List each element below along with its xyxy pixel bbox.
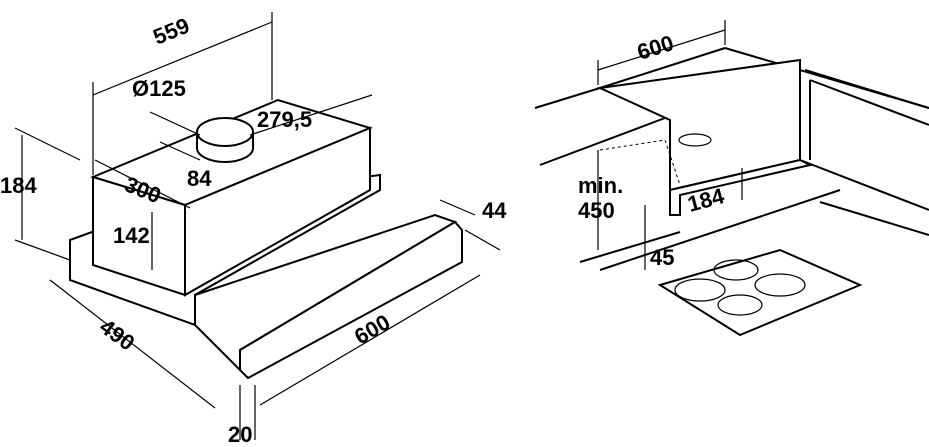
hood-isometric xyxy=(69,98,463,380)
dim-min-label: min. xyxy=(578,173,623,198)
hood-body xyxy=(669,158,813,216)
duct-collar-top xyxy=(196,117,254,147)
dim-559: 559 xyxy=(150,13,193,50)
dimension-labels: 559 Ø125 279,5 300 84 184 142 44 490 600… xyxy=(0,13,727,447)
dim-84: 84 xyxy=(187,166,212,191)
dim-184-left: 184 xyxy=(0,173,37,198)
burner xyxy=(674,278,726,302)
dim-45: 45 xyxy=(650,245,674,270)
burner xyxy=(717,294,763,316)
dim-600-right: 600 xyxy=(634,30,676,65)
duct-collar-side xyxy=(196,132,254,163)
duct-opening xyxy=(678,133,712,147)
dim-20: 20 xyxy=(228,422,252,447)
dim-142: 142 xyxy=(113,223,150,248)
installation-view xyxy=(534,20,929,337)
dim-450: 450 xyxy=(578,198,615,223)
burner xyxy=(754,273,806,297)
dim-44: 44 xyxy=(482,198,507,223)
cooktop xyxy=(657,248,863,337)
left-dimension-lines xyxy=(14,12,501,440)
dim-279-5: 279,5 xyxy=(257,107,312,132)
burner xyxy=(713,259,759,281)
hood-visor xyxy=(239,220,463,380)
hood-side-face xyxy=(184,126,371,297)
dim-125: Ø125 xyxy=(132,76,186,101)
